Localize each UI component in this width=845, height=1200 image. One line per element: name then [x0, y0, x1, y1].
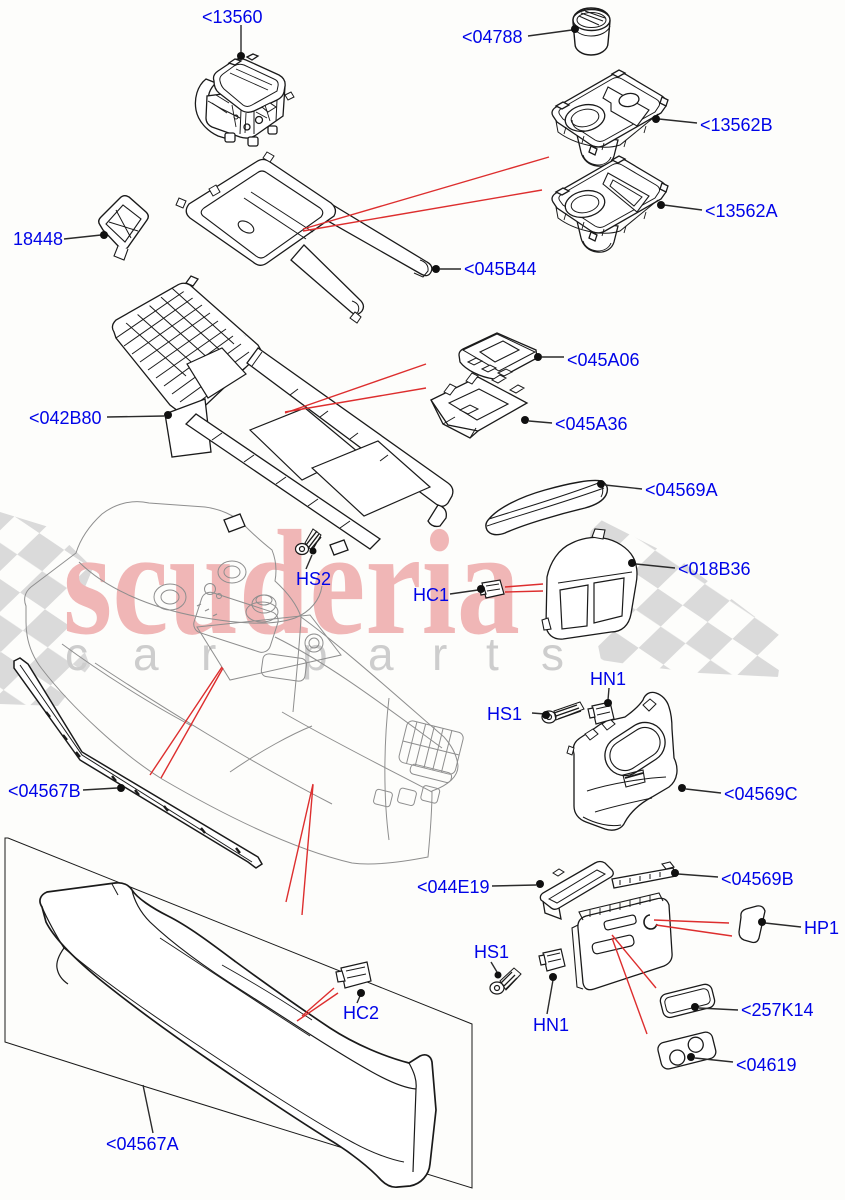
svg-text:<045A06: <045A06: [567, 350, 640, 370]
svg-text:HS1: HS1: [474, 942, 509, 962]
svg-text:<13560: <13560: [202, 7, 263, 27]
svg-text:<04788: <04788: [462, 27, 523, 47]
svg-text:HC1: HC1: [413, 585, 449, 605]
svg-text:t: t: [486, 628, 499, 680]
svg-text:<045A36: <045A36: [555, 414, 628, 434]
svg-text:<04569A: <04569A: [645, 480, 718, 500]
svg-text:<04619: <04619: [736, 1055, 797, 1075]
svg-text:<257K14: <257K14: [741, 1000, 814, 1020]
svg-text:<04567A: <04567A: [106, 1134, 179, 1154]
svg-text:scuderia: scuderia: [63, 500, 520, 666]
svg-text:<13562B: <13562B: [700, 115, 773, 135]
svg-text:HP1: HP1: [804, 918, 839, 938]
svg-text:<042B80: <042B80: [29, 408, 102, 428]
svg-text:HN1: HN1: [590, 669, 626, 689]
svg-text:HS2: HS2: [296, 569, 331, 589]
svg-text:s: s: [541, 628, 564, 680]
svg-text:<04567B: <04567B: [8, 781, 81, 801]
svg-text:<045B44: <045B44: [464, 259, 537, 279]
svg-text:r: r: [201, 628, 216, 680]
svg-text:HS1: HS1: [487, 704, 522, 724]
svg-text:<018B36: <018B36: [678, 559, 751, 579]
svg-text:18448: 18448: [13, 229, 63, 249]
svg-text:a: a: [368, 628, 394, 680]
svg-text:<04569B: <04569B: [721, 869, 794, 889]
svg-text:<044E19: <044E19: [417, 877, 490, 897]
svg-text:HC2: HC2: [343, 1003, 379, 1023]
svg-text:r: r: [432, 628, 447, 680]
svg-text:<04569C: <04569C: [724, 784, 798, 804]
svg-text:a: a: [133, 628, 159, 680]
svg-text:<13562A: <13562A: [705, 201, 778, 221]
svg-text:HN1: HN1: [533, 1015, 569, 1035]
